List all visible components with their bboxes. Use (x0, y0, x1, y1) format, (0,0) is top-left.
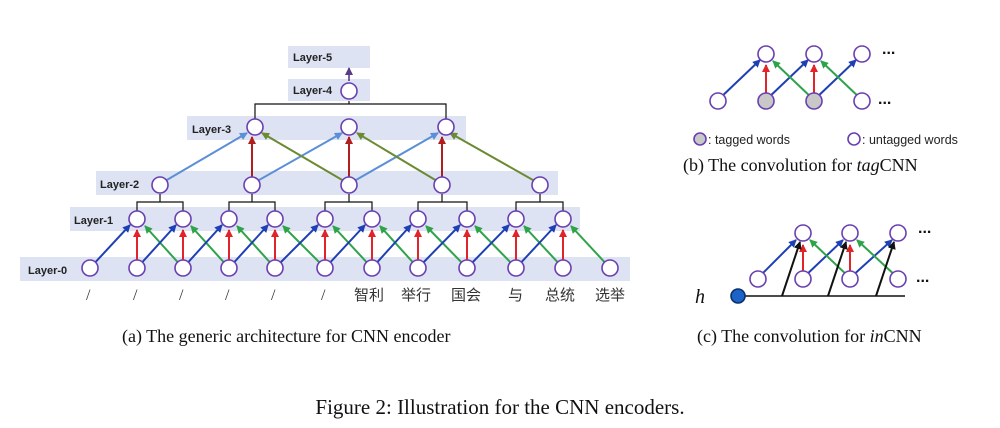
token-1: / (133, 287, 138, 304)
panel-b-caption: (b) The convolution for tagCNN (683, 155, 918, 176)
tagged-word-node (805, 92, 823, 110)
token-2: / (179, 287, 184, 304)
untagged-word-node (853, 92, 871, 110)
token-0: / (86, 287, 91, 304)
layer-2-nodes (151, 176, 549, 194)
layer-5-band (288, 46, 370, 68)
token-9: 与 (508, 286, 523, 304)
token-4: / (271, 287, 276, 304)
panel-c: h ... ... (c) The convolution for inCNN (695, 220, 931, 347)
incnn-top-node-1 (794, 224, 812, 242)
input-tokens: / / / / / / 智利 举行 国会 与 总统 选举 (86, 286, 625, 304)
panel-b: ... ... : tagged words : untagged words … (683, 41, 958, 176)
tagcnn-top-node-1 (757, 45, 775, 63)
layer-3-band (187, 116, 466, 140)
incnn-arrows (757, 239, 899, 297)
legend-tagged-icon (693, 132, 707, 146)
pooling-brackets-layer1 (136, 194, 564, 211)
token-3: / (225, 287, 230, 304)
token-6: 智利 (354, 286, 384, 304)
legend-tagged-label: : tagged words (708, 133, 790, 147)
h-label: h (695, 286, 705, 308)
panel-a-caption: (a) The generic architecture for CNN enc… (122, 326, 451, 347)
figure-caption: Figure 2: Illustration for the CNN encod… (315, 395, 684, 419)
legend-untagged-icon (847, 132, 861, 146)
token-11: 选举 (595, 286, 625, 304)
incnn-top-node-2 (841, 224, 859, 242)
panel-c-caption: (c) The convolution for inCNN (697, 326, 922, 347)
layer-4-node (340, 82, 358, 100)
layer-3-label: Layer-3 (192, 124, 231, 136)
layer-1-nodes (128, 210, 572, 228)
layer-1-label: Layer-1 (74, 215, 113, 227)
incnn-top-ellipsis: ... (918, 220, 931, 237)
pooling-bracket-layer3 (254, 101, 447, 120)
token-10: 总统 (545, 286, 575, 304)
tagcnn-top-node-2 (805, 45, 823, 63)
untagged-word-node (709, 92, 727, 110)
incnn-bottom-node-1 (749, 270, 767, 288)
token-5: / (321, 287, 326, 304)
token-8: 国会 (451, 286, 481, 304)
layer-0-nodes (81, 259, 619, 277)
token-7: 举行 (401, 286, 431, 304)
legend-untagged-label: : untagged words (862, 133, 958, 147)
tagcnn-top-ellipsis: ... (882, 41, 895, 58)
tagcnn-top-node-3 (853, 45, 871, 63)
conv-arrows-layer2-3 (159, 132, 541, 185)
tagged-word-node (757, 92, 775, 110)
tagcnn-bottom-ellipsis: ... (878, 91, 891, 108)
incnn-bottom-node-2 (794, 270, 812, 288)
layer-2-band (96, 171, 558, 195)
h-node (730, 288, 746, 304)
incnn-bottom-node-3 (841, 270, 859, 288)
incnn-top-node-3 (889, 224, 907, 242)
layer-3-nodes (246, 118, 455, 136)
incnn-bottom-ellipsis: ... (916, 269, 929, 286)
incnn-bottom-node-4 (889, 270, 907, 288)
layer-4-label: Layer-4 (293, 85, 333, 97)
layer-5-label: Layer-5 (293, 52, 332, 64)
layer-0-label: Layer-0 (28, 265, 67, 277)
layer-2-label: Layer-2 (100, 179, 139, 191)
panel-a: Layer-0 Layer-1 Layer-2 Layer-3 Layer-4 … (20, 46, 630, 347)
tagcnn-arrows (717, 59, 863, 101)
